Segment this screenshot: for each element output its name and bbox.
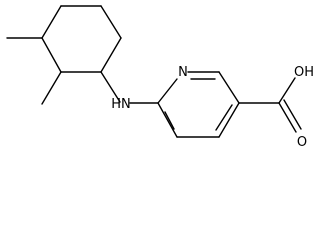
- methyl-bond: [41, 71, 62, 105]
- cyclohexane-bond: [41, 37, 62, 73]
- molecule-canvas: N HN OH O: [6, 5, 314, 150]
- chemical-structure: N HN OH O: [6, 5, 314, 150]
- cyclohexane-bond: [100, 5, 122, 39]
- pyridine-double-bond: [215, 104, 233, 131]
- ch-nh-bond: [100, 71, 121, 103]
- pyridine-double-bond: [164, 111, 175, 130]
- pyridine-bond: [218, 102, 240, 138]
- carbonyl-bond: [278, 102, 297, 133]
- cyclohexane-bond: [100, 37, 122, 73]
- hydroxyl-label: OH: [294, 65, 314, 80]
- ring-nitrogen-label: N: [178, 65, 188, 80]
- pyridine-bond: [157, 102, 178, 138]
- carboxyl-oh-bond: [278, 77, 296, 104]
- amine-label: HN: [111, 97, 131, 112]
- bonds: [6, 5, 302, 138]
- cyclohexane-bond: [41, 5, 62, 39]
- carbonyl-oxygen-label: O: [297, 135, 307, 150]
- pyridine-bond: [157, 78, 178, 104]
- pyridine-bond: [218, 71, 240, 104]
- carbonyl-bond: [283, 99, 302, 130]
